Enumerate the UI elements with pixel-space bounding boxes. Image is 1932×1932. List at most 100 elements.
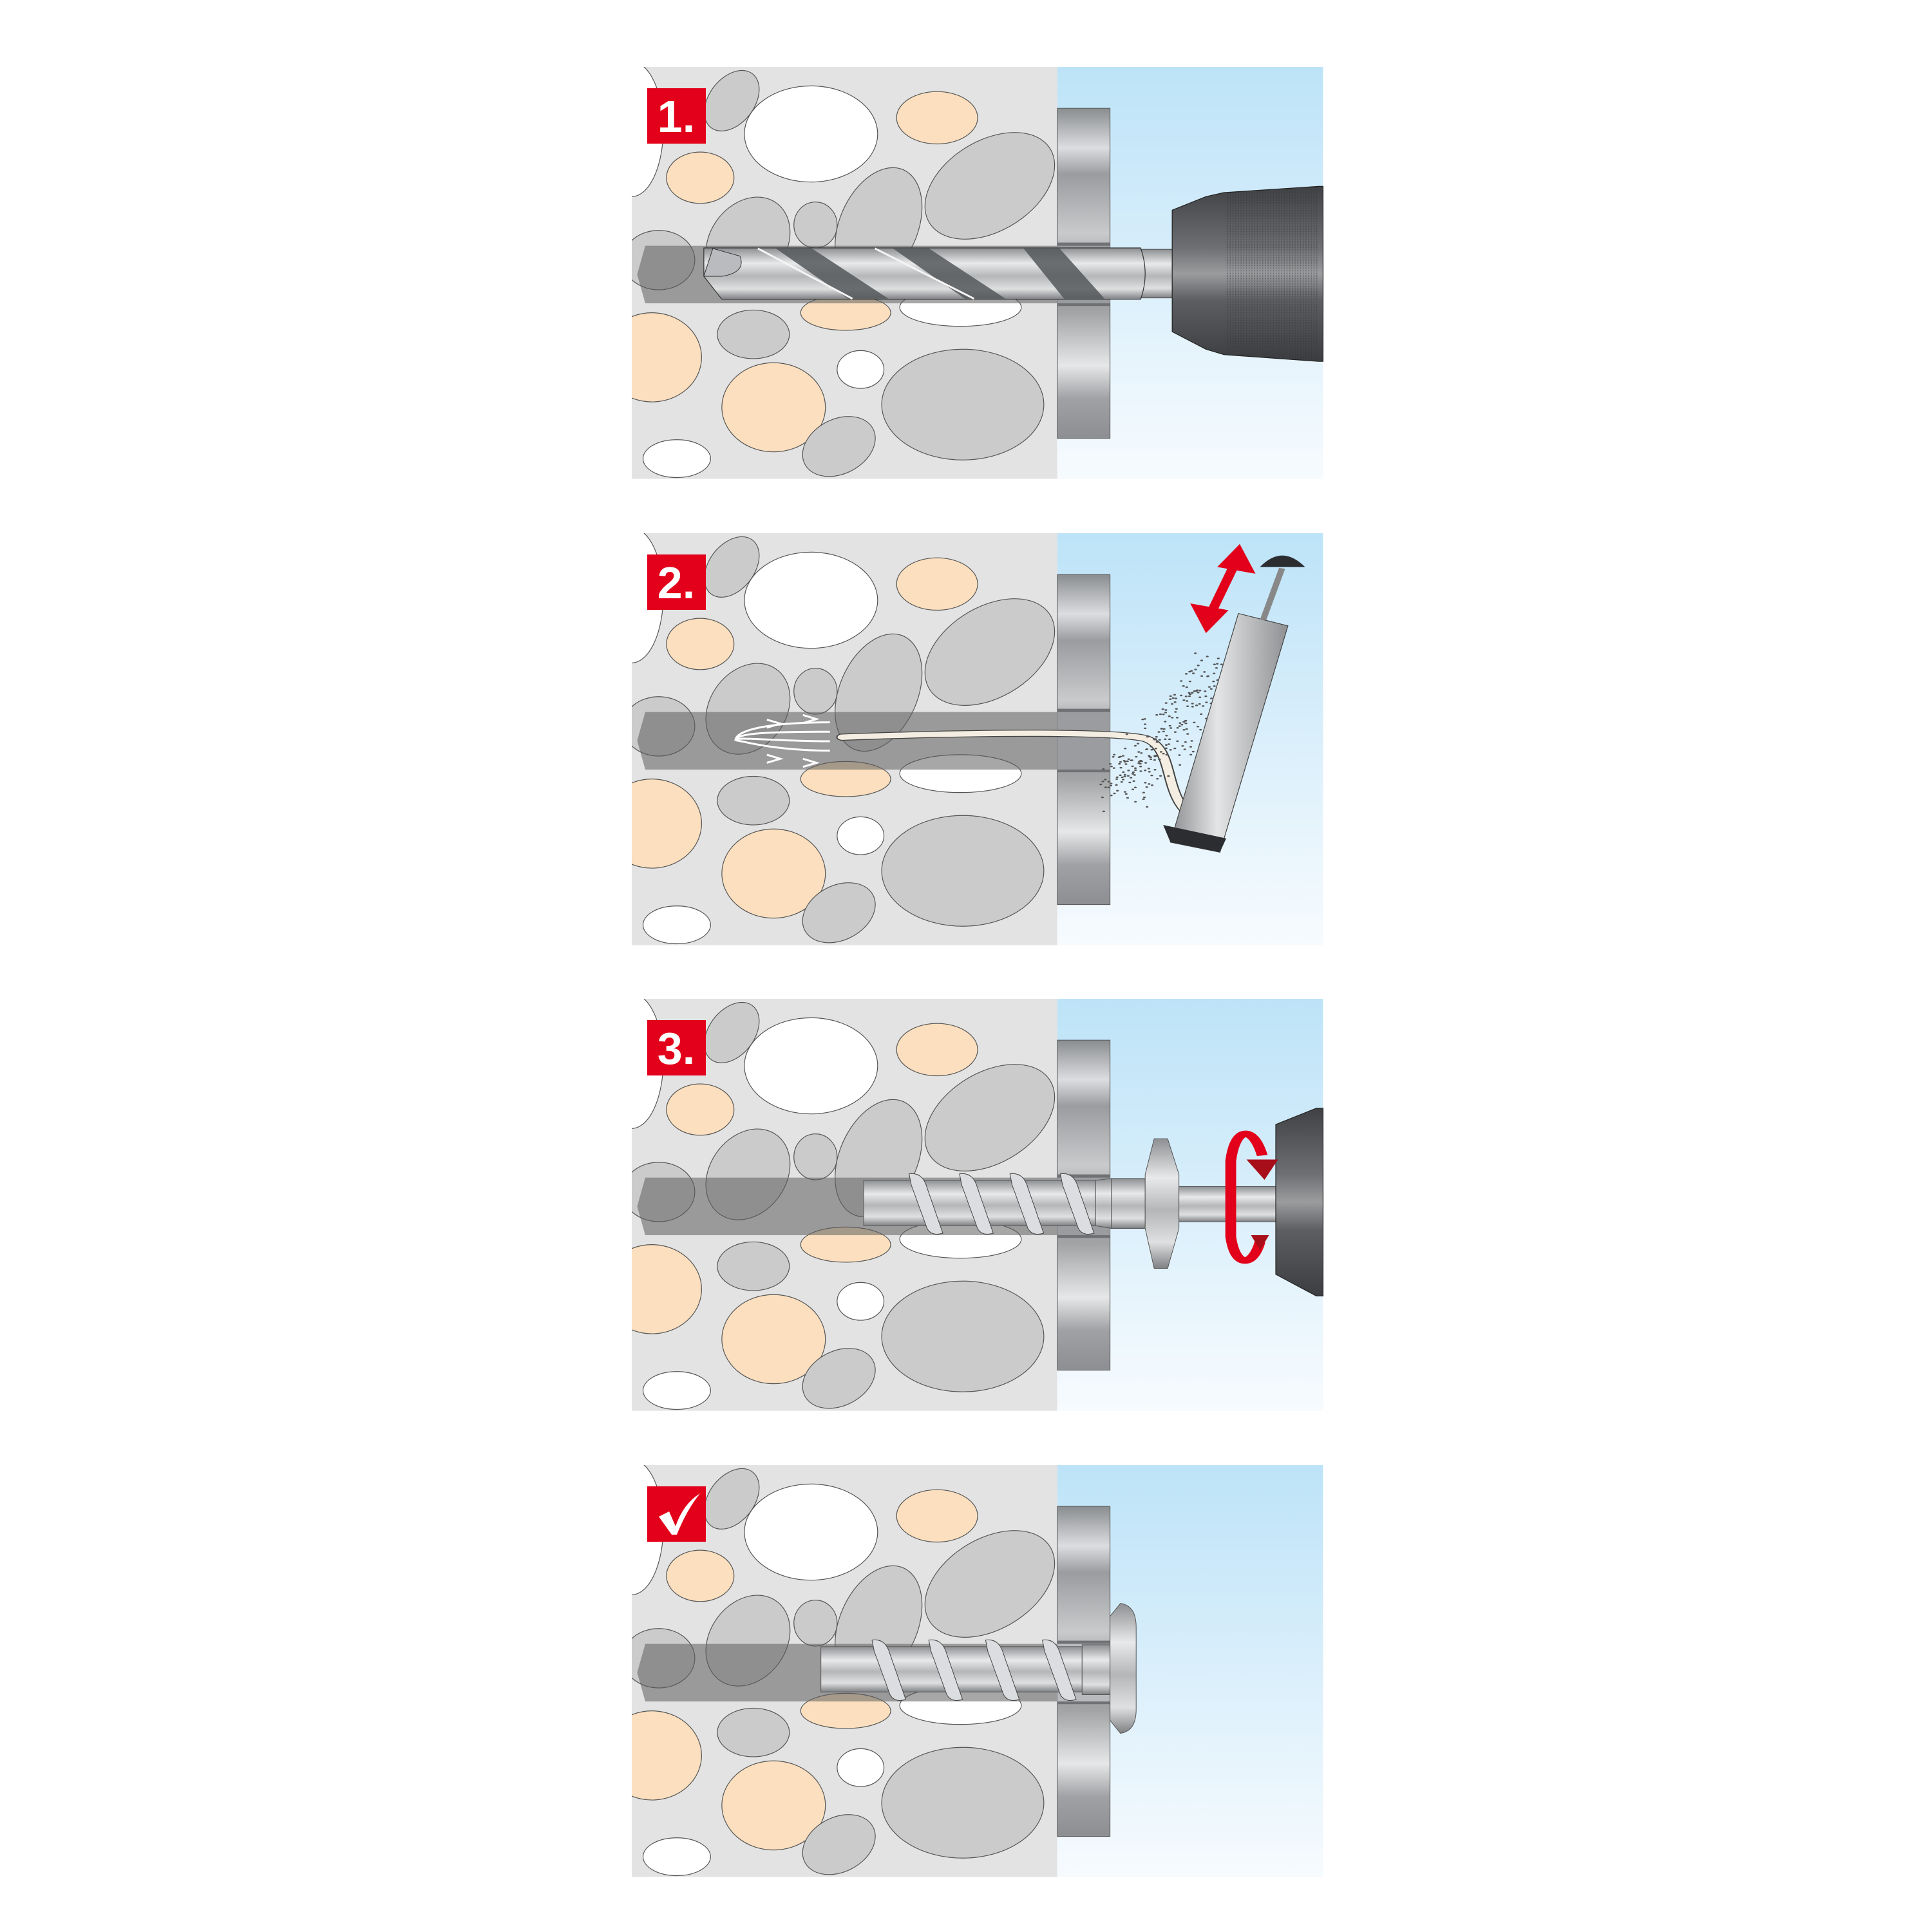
step-panel-2: 2. [632, 533, 1323, 949]
anchor-thread [929, 1640, 962, 1700]
step-number-badge: 3. [647, 1020, 706, 1075]
anchor-thread [872, 1640, 905, 1700]
badge-background [647, 1020, 706, 1075]
anchor-thread [909, 1173, 943, 1234]
grey-stone [717, 776, 790, 824]
grey-stone [694, 533, 769, 601]
grey-stone [794, 668, 837, 714]
aggregate-stone [722, 1294, 826, 1383]
fixture-plate [1057, 574, 1110, 905]
aggregate-stone [896, 558, 978, 610]
drill-tip [704, 249, 741, 276]
badge-background [647, 88, 706, 144]
white-stone [837, 1282, 884, 1320]
rotation-arrow-icon [1225, 1130, 1278, 1264]
pump-rod [1260, 567, 1285, 620]
step-number: 1. [658, 91, 695, 142]
aggregate-stone [667, 1550, 734, 1602]
grey-stone [717, 1708, 790, 1756]
drill-chuck [1172, 186, 1323, 361]
grey-stone [717, 1242, 790, 1290]
aggregate-stone [632, 779, 702, 868]
aggregate-stone [667, 618, 734, 670]
flute-groove [1023, 248, 1105, 299]
white-stone [744, 86, 878, 182]
drill-chuck [1276, 1108, 1323, 1296]
step-panel-4 [632, 1465, 1323, 1880]
step-panel-3: 3. [632, 999, 1323, 1414]
grey-stone [899, 1052, 1081, 1184]
grey-stone [882, 1281, 1044, 1392]
anchor-thread [1010, 1173, 1043, 1234]
anchor-collar [1112, 1179, 1145, 1229]
aggregate-stone [896, 1490, 978, 1542]
grey-stone [717, 310, 790, 358]
white-stone [643, 1372, 710, 1410]
grey-stone [899, 120, 1081, 252]
grey-stone [790, 410, 889, 482]
grey-stone [794, 202, 837, 248]
anchor-washer-head [1110, 1604, 1137, 1734]
screw-anchor [821, 1604, 1137, 1734]
screw-anchor [864, 1139, 1179, 1268]
drill-hole [637, 712, 1057, 770]
white-stone [744, 552, 878, 648]
anchor-thread [1043, 1640, 1076, 1700]
aggregate-stone [667, 152, 734, 204]
up-down-arrow-icon [1190, 544, 1256, 634]
pump-nozzle-cap [1163, 824, 1227, 853]
white-stone [643, 906, 710, 944]
anchor-thread [1060, 1173, 1094, 1234]
grey-stone [794, 1600, 837, 1646]
aggregate-stone [722, 363, 826, 451]
airflow-arrows-icon [735, 715, 830, 767]
anchor-collar [1082, 1645, 1110, 1695]
chuck-knurling [1225, 186, 1319, 362]
aggregate-stone [632, 1711, 702, 1800]
completed-badge [647, 1486, 706, 1542]
grey-stone [882, 349, 1044, 460]
grey-stone [899, 587, 1081, 718]
grey-stone [882, 1747, 1044, 1858]
aggregate-stone [632, 313, 702, 402]
white-stone [837, 1748, 884, 1786]
step-number-badge: 1. [647, 88, 706, 144]
grey-stone [882, 815, 1044, 926]
white-stone [643, 1838, 710, 1876]
white-stone [837, 817, 884, 855]
anchor-washer-head [1145, 1139, 1179, 1268]
concrete-wall [632, 67, 1081, 482]
grey-stone [899, 1519, 1081, 1650]
flute-groove [893, 248, 1006, 299]
white-stone [744, 1484, 878, 1580]
aggregate-stone [667, 1084, 734, 1135]
step-number: 3. [658, 1023, 695, 1074]
anchor-thread [960, 1173, 993, 1234]
anchor-thread [985, 1640, 1019, 1700]
white-stone [643, 440, 710, 478]
dust-particles [1099, 652, 1243, 813]
step-number: 2. [658, 558, 695, 608]
aggregate-stone [632, 1245, 702, 1334]
grey-stone [694, 999, 769, 1066]
blow-out-pump [836, 555, 1305, 853]
pump-handle-knob [1260, 555, 1305, 567]
white-stone [744, 1018, 878, 1113]
grey-stone [790, 876, 889, 949]
drill-bit [704, 248, 1177, 299]
badge-background [647, 554, 706, 610]
step-number-badge: 2. [647, 554, 706, 610]
grey-stone [790, 1808, 889, 1880]
grey-stone [790, 1342, 889, 1414]
step-panel-1: 1. [632, 67, 1323, 482]
grey-stone [694, 1465, 769, 1533]
aggregate-stone [722, 829, 826, 918]
aggregate-stone [722, 1761, 826, 1850]
aggregate-stone [896, 91, 978, 144]
grey-stone [794, 1134, 837, 1180]
pump-hose [837, 730, 1209, 825]
grey-stone [694, 67, 769, 135]
flute-groove [775, 248, 889, 299]
white-stone [837, 350, 884, 388]
